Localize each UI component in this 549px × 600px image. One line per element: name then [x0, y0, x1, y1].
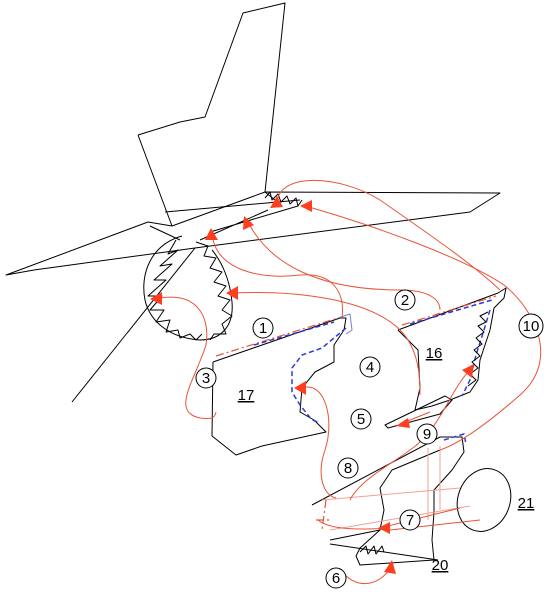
fin-root-sawtooth	[264, 191, 303, 207]
horizontal-plane-lower	[71, 199, 301, 403]
nacelle-sawtooth-left	[147, 239, 203, 341]
part-16-panel	[397, 287, 507, 411]
flow-paths	[159, 179, 542, 585]
flow-path-2	[247, 221, 441, 311]
callout-8: 8	[337, 457, 359, 479]
part-16-dashdot-edge	[401, 295, 497, 326]
callouts: 1 2 3 4 5 6 7 8	[195, 289, 544, 589]
nacelle-ring	[143, 235, 233, 341]
part-17-label: 17	[238, 387, 255, 404]
arrow-head-3	[150, 292, 162, 305]
arrow-head-10	[300, 200, 312, 212]
part-labels: 16 17 20 21	[238, 345, 535, 574]
nacelle-sawtooth-right	[195, 241, 233, 341]
callout-2: 2	[394, 289, 416, 311]
part-21-ellipse	[456, 468, 512, 532]
callout-4: 4	[359, 356, 381, 378]
part-16-label: 16	[426, 345, 443, 362]
part-17-panel	[211, 313, 353, 456]
part-20-seal	[443, 433, 467, 445]
callout-8-label: 8	[344, 460, 352, 477]
part-17-seal-top	[253, 321, 335, 346]
part-17-lip	[337, 313, 353, 335]
part-20-assembly	[311, 433, 471, 566]
part-16-seal-top	[409, 299, 493, 325]
flow-path-top-loop	[276, 179, 501, 291]
flow-path-8	[301, 386, 337, 499]
callout-6: 6	[325, 567, 347, 589]
callout-4-label: 4	[366, 359, 374, 376]
callout-10-label: 10	[523, 318, 540, 335]
flow-path-10	[301, 204, 542, 451]
callout-9: 9	[416, 423, 438, 445]
flow-arrowheads	[150, 196, 474, 574]
callout-5-label: 5	[357, 411, 365, 428]
horizontal-plane-upper	[5, 191, 501, 276]
callout-10: 10	[518, 313, 544, 339]
flow-path-6	[343, 565, 393, 585]
part-17-dashdot-edge	[215, 317, 339, 357]
part-20-lower-edge	[329, 529, 439, 561]
flow-path-7	[317, 507, 481, 531]
part-20-dashdot-edge	[316, 499, 330, 531]
callout-3-label: 3	[202, 370, 210, 387]
flow-path-1	[211, 232, 343, 319]
flow-path-3	[159, 296, 217, 419]
callout-6-label: 6	[332, 570, 340, 587]
arrow-head-top-loop	[270, 196, 283, 208]
arrow-head-7	[378, 522, 390, 534]
flow-path-4	[231, 292, 421, 396]
part-17-seal-side	[291, 327, 347, 423]
callout-7: 7	[399, 509, 421, 531]
callout-9-label: 9	[423, 426, 431, 443]
flow-path-5	[404, 411, 431, 423]
callout-3: 3	[195, 367, 217, 389]
part-16-outline	[397, 287, 507, 411]
callout-5: 5	[350, 408, 372, 430]
part-20-outline	[311, 436, 465, 566]
part-21-label: 21	[518, 495, 535, 512]
wing-structure	[5, 2, 501, 403]
callout-1: 1	[252, 317, 274, 339]
arrow-head-6	[384, 560, 396, 574]
arrow-head-9	[462, 364, 474, 378]
callout-7-label: 7	[406, 512, 414, 529]
callout-1-label: 1	[259, 320, 267, 337]
flow-path-9	[349, 369, 471, 501]
arrow-head-5	[396, 418, 410, 428]
part-20-label: 20	[432, 557, 449, 574]
nacelle-ring-outline	[143, 235, 233, 341]
arrow-head-8	[294, 381, 306, 395]
arrow-head-2	[243, 216, 254, 230]
part-20-sawtooth	[359, 545, 385, 555]
arrow-head-1	[205, 228, 218, 240]
part-21-disc	[456, 468, 512, 532]
callout-2-label: 2	[401, 292, 409, 309]
arrow-head-4	[226, 286, 238, 300]
